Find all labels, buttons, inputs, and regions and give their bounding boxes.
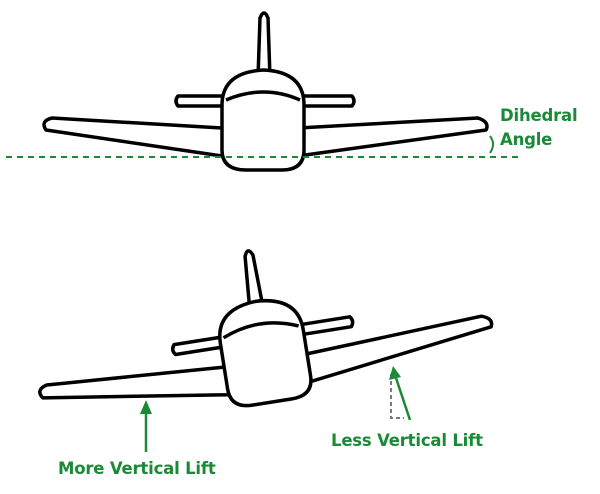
less-lift-arrow: [394, 377, 412, 421]
dihedral-label-line1: Dihedral: [500, 106, 577, 125]
dihedral-angle-arc: [489, 135, 494, 154]
cowling-line-banked: [222, 321, 300, 340]
fuselage-banked: [218, 298, 313, 408]
less-lift-arrowhead: [389, 366, 401, 380]
vertical-reference-dashed: [390, 374, 404, 419]
level-airplane: [42, 11, 489, 172]
fuselage: [220, 68, 306, 172]
dihedral-label-line2: Angle: [500, 130, 552, 149]
dihedral-label: Dihedral Angle: [500, 106, 583, 149]
cowling-line: [225, 90, 301, 102]
main-wing-banked: [38, 314, 494, 400]
less-lift-label: Less Vertical Lift: [331, 431, 483, 450]
tail-fin: [256, 11, 272, 80]
more-lift-label: More Vertical Lift: [58, 459, 216, 478]
more-lift-arrowhead: [140, 400, 152, 414]
banked-airplane: [38, 249, 494, 408]
tail-fin-banked: [243, 249, 266, 317]
